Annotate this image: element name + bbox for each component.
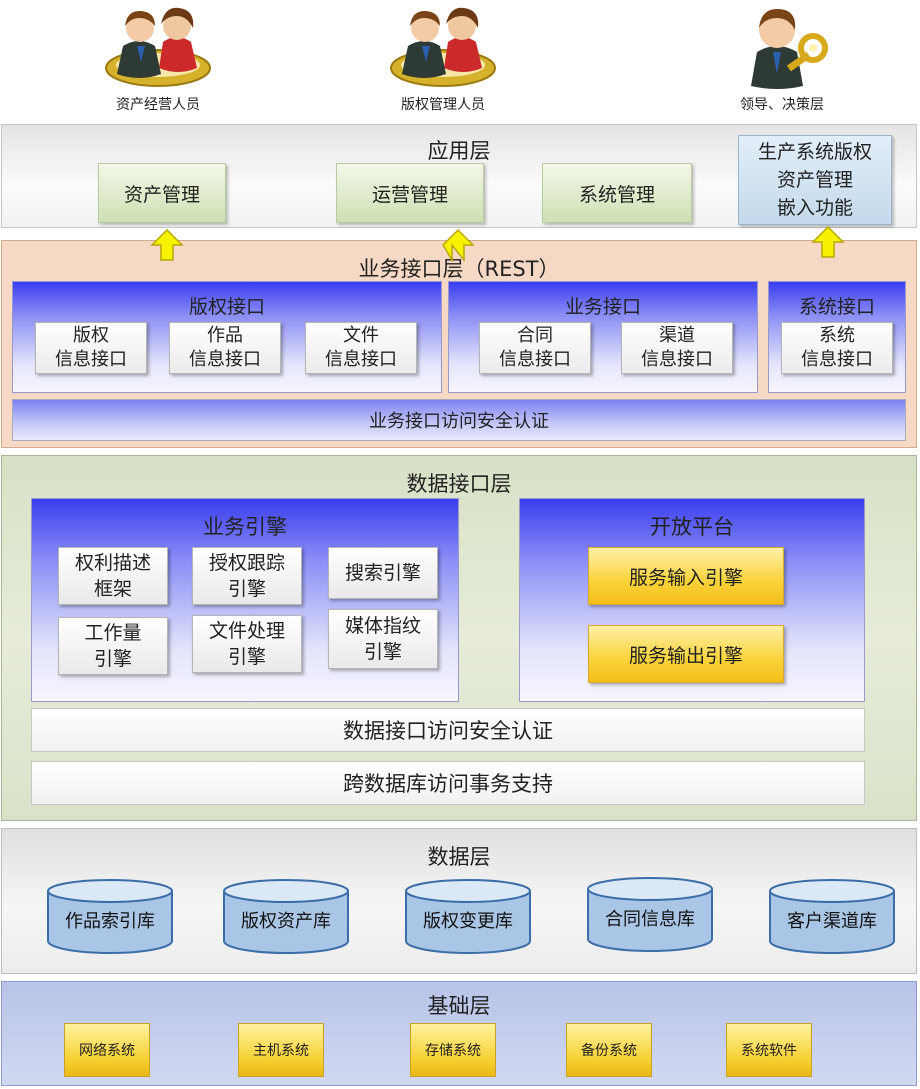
contract-info-interface: 合同 信息接口 [479, 322, 591, 374]
channel-info-interface: 渠道 信息接口 [621, 322, 733, 374]
panel-title: 版权接口 [188, 296, 265, 318]
iface-line: 信息接口 [325, 349, 397, 370]
authorization-tracking-engine: 授权跟踪 引擎 [192, 547, 302, 605]
layer-title: 数据接口层 [406, 472, 512, 496]
business-engine-panel: 业务引擎 权利描述 框架 授权跟踪 引擎 搜索引擎 工作量 引擎 文件处理 引擎… [31, 498, 459, 702]
system-interface-panel: 系统接口 系统 信息接口 [768, 281, 906, 393]
database-label: 客户渠道库 [787, 911, 877, 932]
system-info-interface: 系统 信息接口 [781, 322, 893, 374]
engine-line: 文件处理 [208, 620, 285, 642]
database-icon [47, 879, 173, 954]
engine-line: 媒体指纹 [344, 615, 421, 637]
iface-line: 作品 [207, 325, 243, 346]
embedded-line: 生产系统版权 [757, 141, 872, 163]
database-icon [223, 879, 349, 954]
engine-line: 引擎 [363, 641, 402, 663]
service-input-engine: 服务输入引擎 [588, 547, 784, 605]
file-info-interface: 文件 信息接口 [305, 322, 417, 374]
engine-line: 引擎 [227, 646, 266, 668]
database-work-index: 作品索引库 [46, 879, 174, 955]
user-group-leadership: 领导、决策层 [692, 2, 872, 114]
data-interface-layer: 数据接口层 业务引擎 权利描述 框架 授权跟踪 引擎 搜索引擎 工作量 引擎 文… [1, 455, 917, 821]
engine-line: 搜索引擎 [344, 562, 421, 584]
storage-system: 存储系统 [410, 1023, 496, 1077]
database-label: 合同信息库 [605, 909, 695, 930]
user-group-asset-ops: 资产经营人员 [68, 2, 248, 114]
data-layer: 数据层 作品索引库 版权资产库 版权变更库 合同信息库 客户渠道库 [1, 828, 917, 974]
engine-line: 工作量 [84, 622, 142, 644]
copyright-info-interface: 版权 信息接口 [35, 322, 147, 374]
service-output-engine: 服务输出引擎 [588, 625, 784, 683]
work-info-interface: 作品 信息接口 [169, 322, 281, 374]
engine-line: 引擎 [93, 648, 132, 670]
user-key-icon [751, 8, 828, 89]
panel-title: 系统接口 [798, 296, 875, 318]
iface-line: 信息接口 [55, 349, 127, 370]
up-arrow-icon [150, 228, 184, 261]
engine-line: 引擎 [227, 578, 266, 600]
user-label: 资产经营人员 [116, 97, 200, 113]
user-group-copyright-mgmt: 版权管理人员 [353, 2, 533, 114]
backup-system: 备份系统 [566, 1023, 652, 1077]
system-software: 系统软件 [726, 1023, 812, 1077]
database-contract-info: 合同信息库 [586, 877, 714, 953]
engine-line: 授权跟踪 [208, 552, 285, 574]
module-operations-management: 运营管理 [336, 163, 484, 223]
database-icon [587, 877, 713, 952]
engine-line: 权利描述 [74, 552, 151, 574]
network-system: 网络系统 [64, 1023, 150, 1077]
engine-line: 框架 [93, 578, 132, 600]
search-engine: 搜索引擎 [328, 547, 438, 599]
database-icon [769, 879, 895, 954]
media-fingerprint-engine: 媒体指纹 引擎 [328, 609, 438, 669]
iface-line: 系统 [819, 325, 855, 346]
embedded-line: 嵌入功能 [776, 197, 853, 219]
database-customer-channel: 客户渠道库 [768, 879, 896, 955]
iface-line: 信息接口 [189, 349, 261, 370]
copyright-interface-panel: 版权接口 版权 信息接口 作品 信息接口 文件 信息接口 [12, 281, 442, 393]
iface-line: 渠道 [659, 325, 695, 346]
panel-title: 业务引擎 [203, 515, 287, 539]
iface-line: 版权 [73, 325, 109, 346]
iface-line: 合同 [517, 325, 553, 346]
iface-line: 信息接口 [801, 349, 873, 370]
iface-line: 信息接口 [641, 349, 713, 370]
embedded-line: 资产管理 [776, 169, 853, 191]
iface-line: 信息接口 [499, 349, 571, 370]
business-security-auth-bar: 业务接口访问安全认证 [12, 399, 906, 441]
application-layer: 应用层 资产管理 运营管理 系统管理 生产系统版权 资产管理 嵌入功能 [1, 124, 917, 228]
business-interface-layer: 业务接口层（REST） 版权接口 版权 信息接口 作品 信息接口 文件 信息接口… [1, 240, 917, 448]
workload-engine: 工作量 引擎 [58, 617, 168, 675]
business-interface-panel: 业务接口 合同 信息接口 渠道 信息接口 [448, 281, 758, 393]
cross-db-transaction-bar: 跨数据库访问事务支持 [31, 761, 865, 805]
layer-title: 业务接口层（REST） [358, 257, 560, 281]
database-label: 作品索引库 [65, 911, 155, 932]
module-system-management: 系统管理 [542, 163, 692, 223]
layer-title: 数据层 [427, 845, 491, 869]
database-label: 版权资产库 [241, 911, 331, 932]
layer-title: 基础层 [427, 994, 491, 1018]
open-platform-panel: 开放平台 服务输入引擎 服务输出引擎 [519, 498, 865, 702]
database-label: 版权变更库 [423, 911, 513, 932]
user-label: 领导、决策层 [740, 97, 824, 113]
up-arrow-icon [442, 228, 475, 262]
layer-title: 应用层 [427, 139, 491, 163]
embedded-function-box: 生产系统版权 资产管理 嵌入功能 [738, 135, 892, 225]
database-icon [405, 879, 531, 954]
two-users-icon [390, 7, 496, 87]
rights-description-framework: 权利描述 框架 [58, 547, 168, 605]
panel-title: 业务接口 [564, 296, 641, 318]
host-system: 主机系统 [238, 1023, 324, 1077]
database-copyright-change: 版权变更库 [404, 879, 532, 955]
up-arrow-icon [811, 225, 845, 258]
module-asset-management: 资产管理 [98, 163, 226, 223]
file-processing-engine: 文件处理 引擎 [192, 615, 302, 673]
infrastructure-layer: 基础层 网络系统 主机系统 存储系统 备份系统 系统软件 [1, 981, 917, 1086]
user-label: 版权管理人员 [401, 97, 485, 113]
database-copyright-asset: 版权资产库 [222, 879, 350, 955]
panel-title: 开放平台 [650, 515, 734, 539]
iface-line: 文件 [343, 325, 379, 346]
data-security-auth-bar: 数据接口访问安全认证 [31, 708, 865, 752]
two-users-icon [105, 7, 211, 87]
